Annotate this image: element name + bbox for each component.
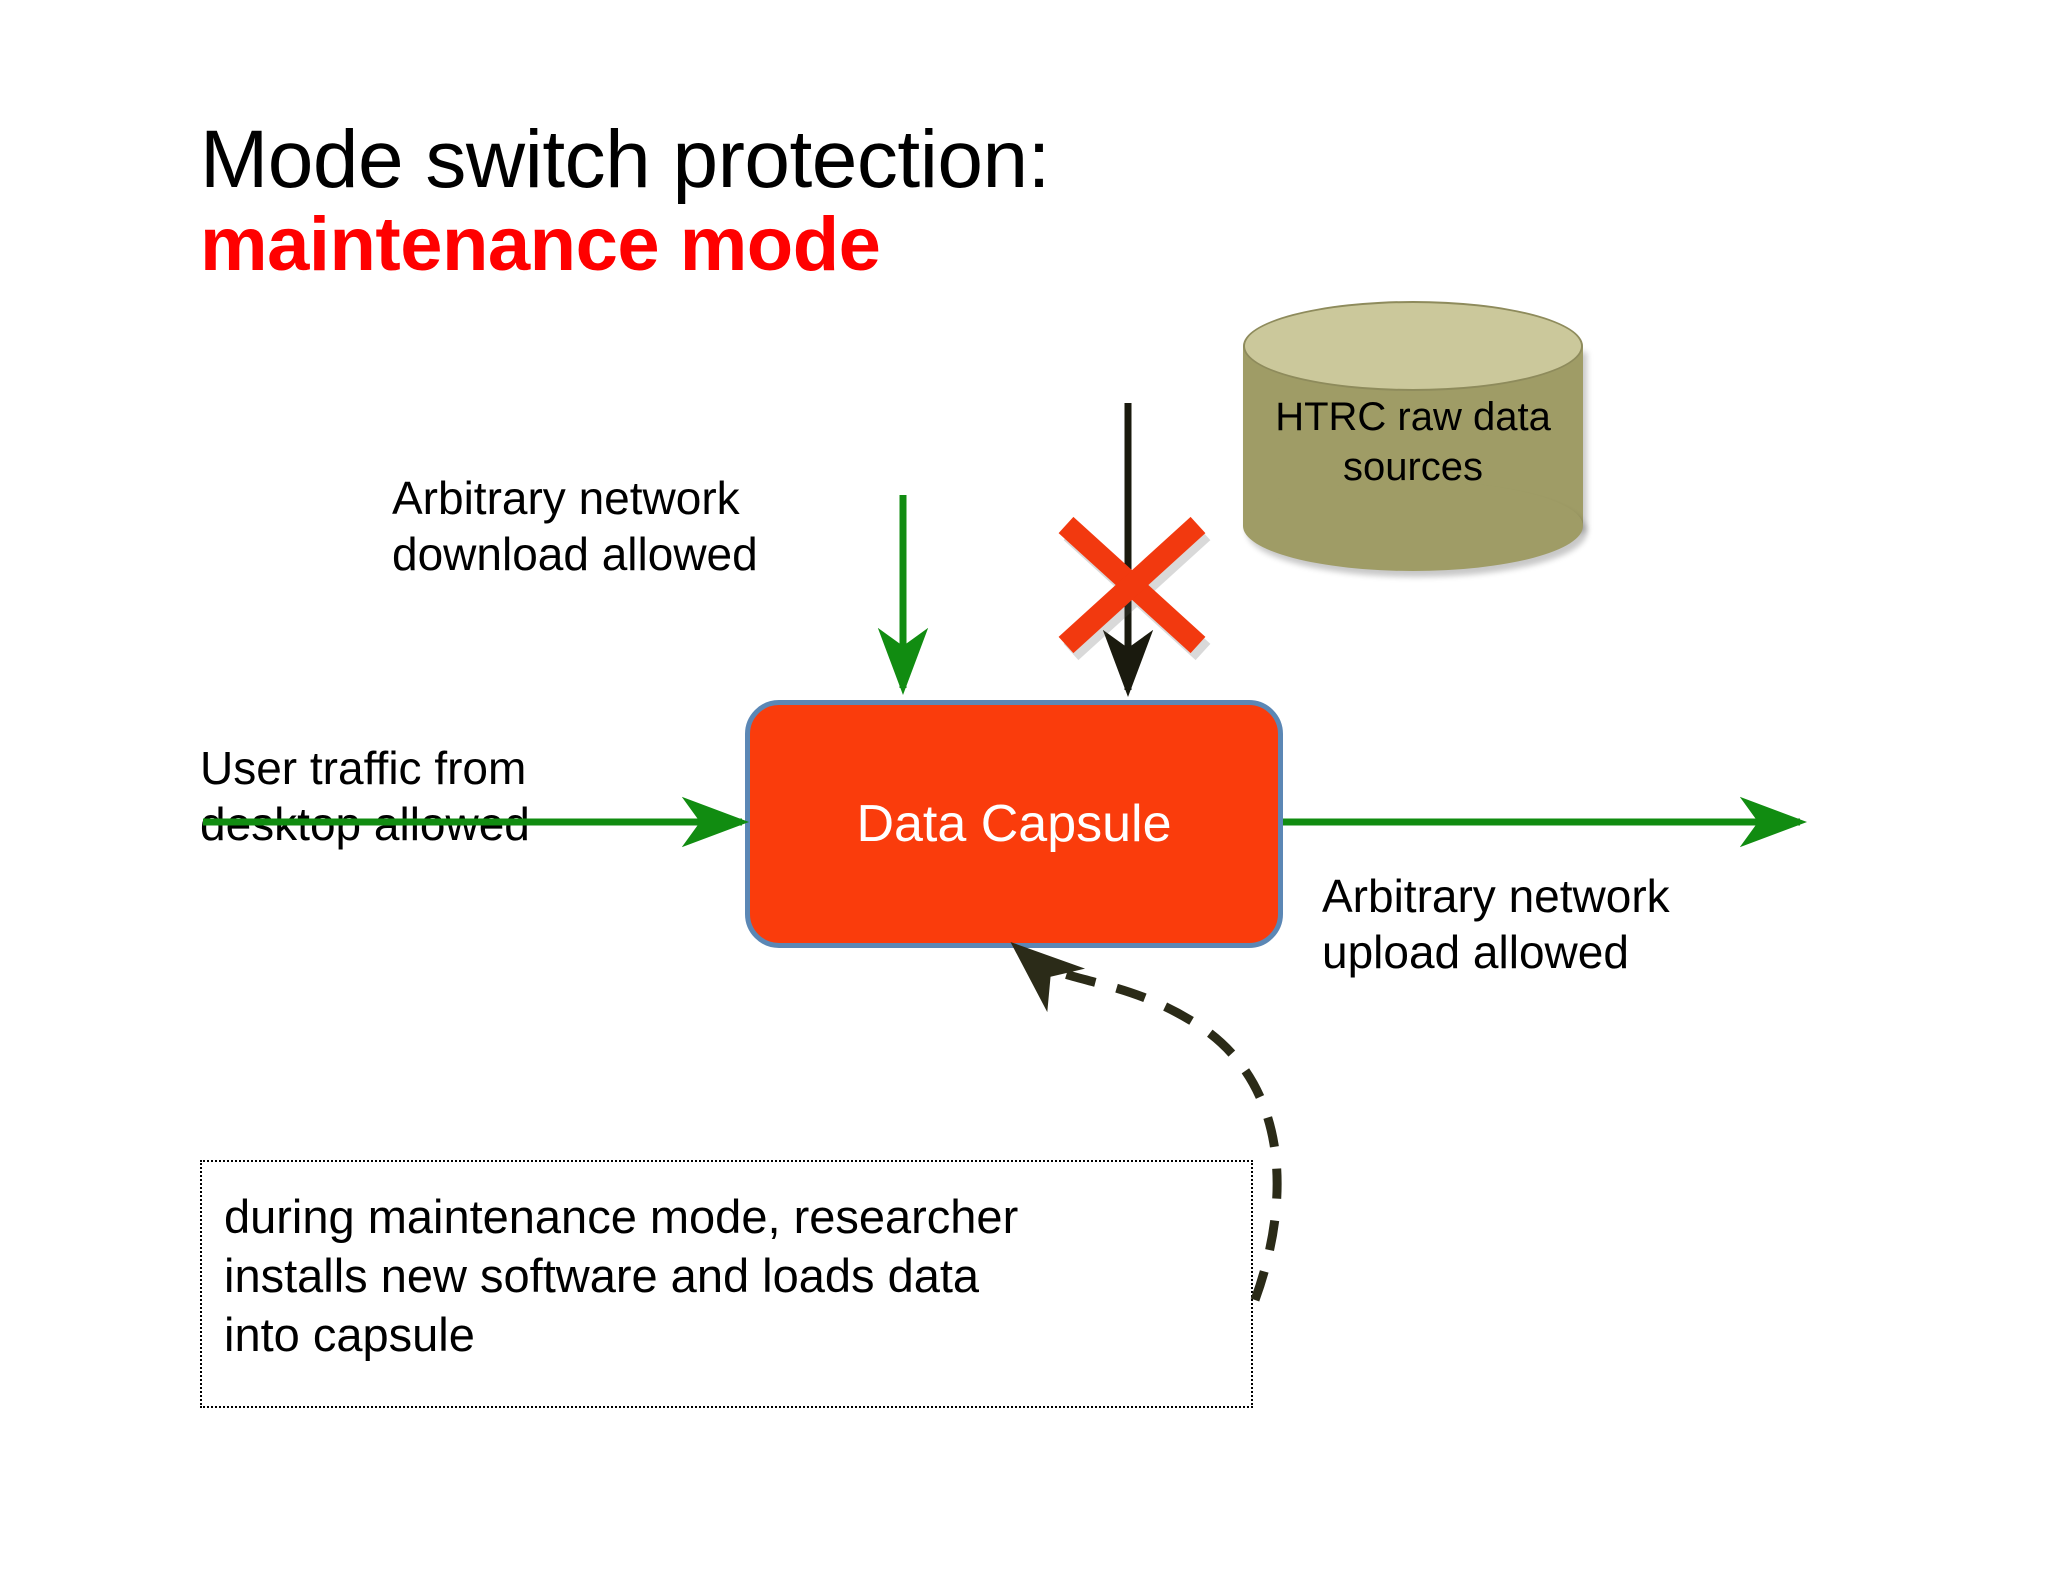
title-line-1: Mode switch protection: bbox=[200, 114, 1050, 205]
label-arbitrary-network-upload: Arbitrary network upload allowed bbox=[1322, 870, 1670, 979]
cylinder-top-ellipse bbox=[1243, 301, 1583, 391]
label-user-traffic-from-desktop: User traffic from desktop allowed bbox=[200, 742, 530, 851]
cylinder-label: HTRC raw data sources bbox=[1275, 395, 1551, 489]
title-line-2: maintenance mode bbox=[200, 201, 881, 287]
data-capsule-label: Data Capsule bbox=[856, 795, 1172, 853]
red-x-block-icon bbox=[1058, 516, 1211, 661]
maintenance-note-text: during maintenance mode, researcher inst… bbox=[224, 1190, 1019, 1362]
page-title: Mode switch protection: maintenance mode bbox=[200, 118, 1400, 287]
htrc-raw-data-sources-cylinder: HTRC raw data sources bbox=[1243, 301, 1583, 571]
data-capsule-box: Data Capsule bbox=[745, 700, 1283, 948]
cylinder-bottom-ellipse bbox=[1243, 481, 1583, 571]
label-arbitrary-network-download: Arbitrary network download allowed bbox=[392, 472, 758, 581]
